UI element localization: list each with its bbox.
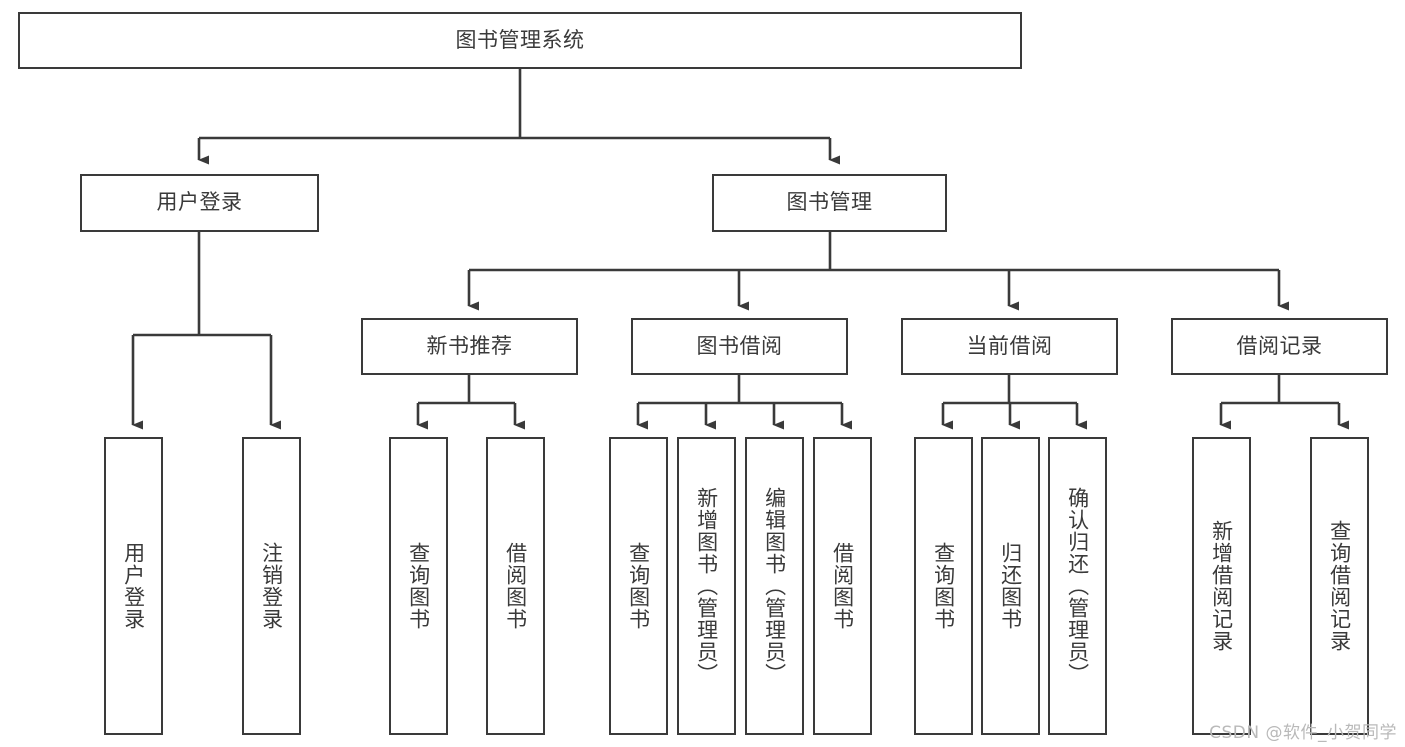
node-leaf-borrow-book[interactable]: 借阅图书 [813,437,872,735]
node-leaf-return-book-label: 归还图书 [998,542,1023,630]
node-leaf-add-book-admin[interactable]: 新增图书（管理员） [677,437,736,735]
node-leaf-query-borrow-record[interactable]: 查询借阅记录 [1310,437,1369,735]
node-leaf-new-borrow-book[interactable]: 借阅图书 [486,437,545,735]
node-user-login-label: 用户登录 [156,190,243,215]
node-leaf-current-query-book-label: 查询图书 [931,542,956,630]
csdn-watermark: CSDN @软件_小贺同学 [1209,723,1397,743]
node-leaf-new-query-book[interactable]: 查询图书 [389,437,448,735]
node-leaf-edit-book-admin-label: 编辑图书（管理员） [762,487,787,685]
node-leaf-logout[interactable]: 注销登录 [242,437,301,735]
node-new-book-recommend[interactable]: 新书推荐 [361,318,578,375]
node-leaf-confirm-return-admin[interactable]: 确认归还（管理员） [1048,437,1107,735]
node-book-management[interactable]: 图书管理 [712,174,947,232]
node-leaf-new-query-book-label: 查询图书 [406,542,431,630]
node-user-login[interactable]: 用户登录 [80,174,319,232]
node-leaf-borrow-book-label: 借阅图书 [830,542,855,630]
node-leaf-borrow-query-book[interactable]: 查询图书 [609,437,668,735]
node-leaf-add-book-admin-label: 新增图书（管理员） [694,487,719,685]
node-borrow-record-label: 借阅记录 [1236,333,1323,358]
node-leaf-return-book[interactable]: 归还图书 [981,437,1040,735]
node-book-borrow[interactable]: 图书借阅 [631,318,848,375]
node-leaf-add-borrow-record[interactable]: 新增借阅记录 [1192,437,1251,735]
node-root-library-system[interactable]: 图书管理系统 [18,12,1022,69]
node-leaf-logout-label: 注销登录 [259,542,284,630]
node-book-management-label: 图书管理 [786,190,873,215]
node-leaf-current-query-book[interactable]: 查询图书 [914,437,973,735]
node-book-borrow-label: 图书借阅 [696,333,783,358]
node-leaf-edit-book-admin[interactable]: 编辑图书（管理员） [745,437,804,735]
node-new-book-recommend-label: 新书推荐 [426,333,513,358]
node-current-borrow[interactable]: 当前借阅 [901,318,1118,375]
node-current-borrow-label: 当前借阅 [966,333,1053,358]
node-leaf-add-borrow-record-label: 新增借阅记录 [1209,520,1234,652]
node-leaf-confirm-return-admin-label: 确认归还（管理员） [1065,487,1090,685]
node-root-label: 图书管理系统 [455,27,585,52]
node-leaf-user-login-label: 用户登录 [121,542,146,630]
node-leaf-borrow-query-book-label: 查询图书 [626,542,651,630]
node-leaf-query-borrow-record-label: 查询借阅记录 [1327,520,1352,652]
node-borrow-record[interactable]: 借阅记录 [1171,318,1388,375]
node-leaf-new-borrow-book-label: 借阅图书 [503,542,528,630]
node-leaf-user-login[interactable]: 用户登录 [104,437,163,735]
